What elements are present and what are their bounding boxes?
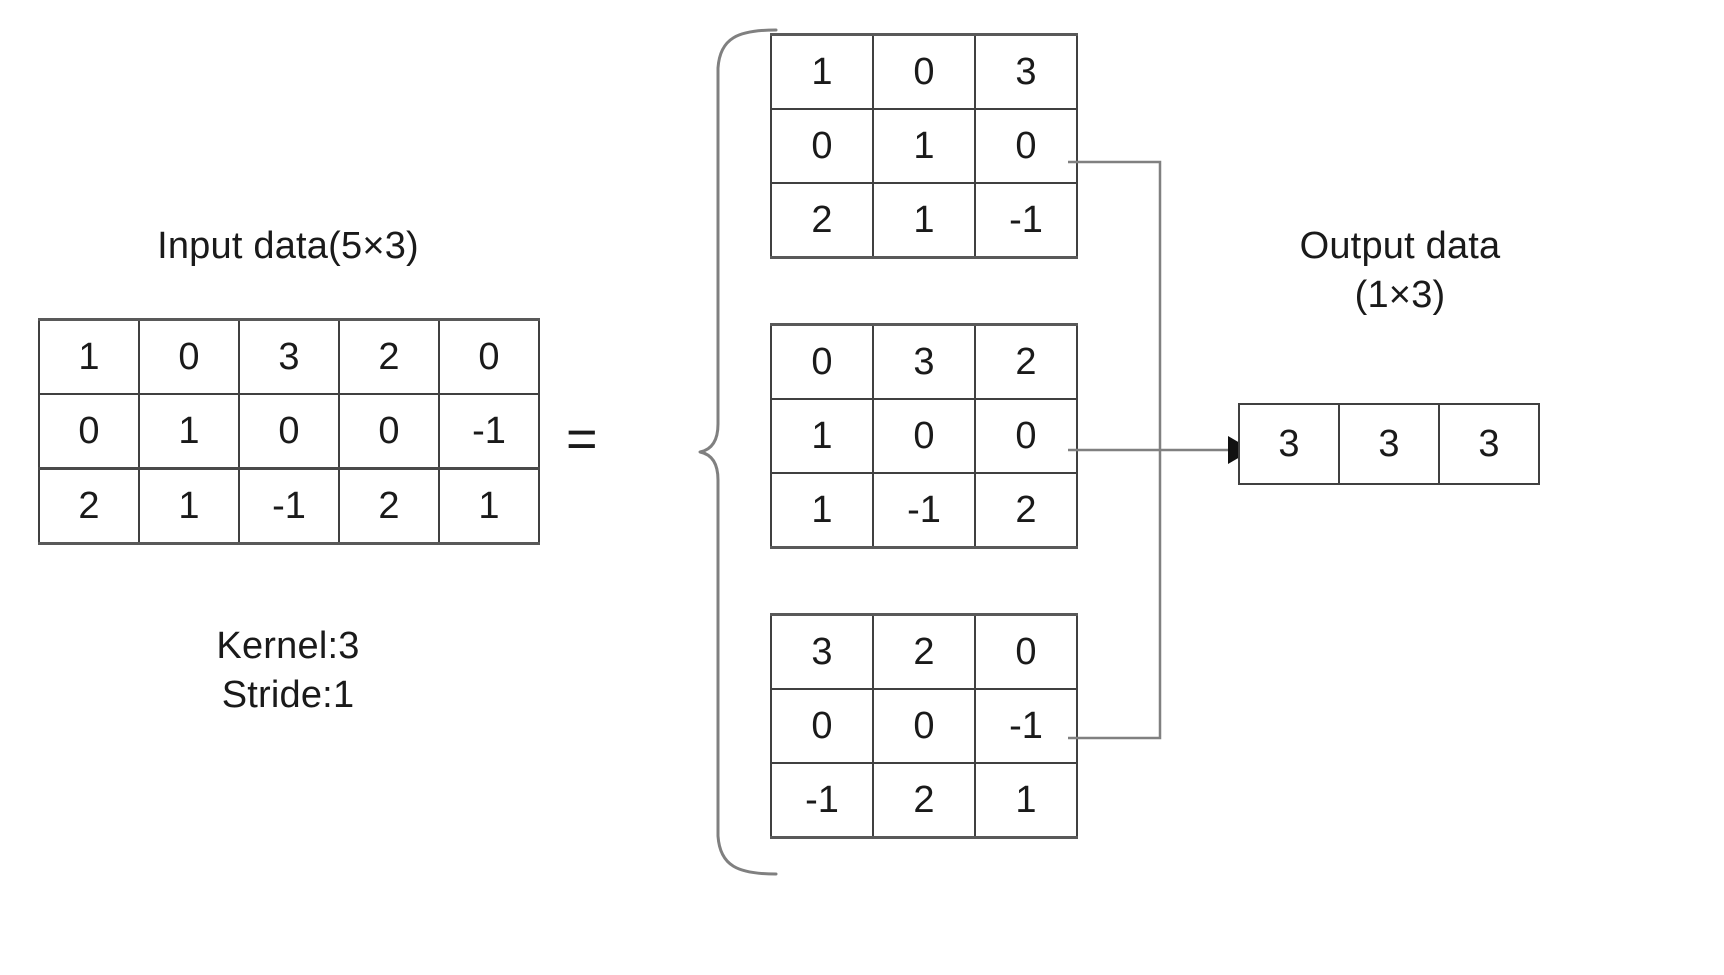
table-row: 0 1 0 [770,108,1078,184]
output-cell: 3 [1338,403,1440,485]
input-data-table: 1 0 3 2 0 0 1 0 0 -1 2 1 -1 2 1 [38,318,540,545]
input-data-title: Input data(5×3) [157,225,419,267]
patch-cell: 0 [974,108,1078,184]
table-row: 1 0 3 [770,33,1078,110]
patch-cell: 1 [872,108,976,184]
input-cell: 2 [338,467,440,545]
kernel-stride-caption: Kernel:3 Stride:1 [216,625,360,716]
table-row: 2 1 -1 2 1 [38,467,540,545]
patch-cell: -1 [770,762,874,839]
table-row: 0 0 -1 [770,688,1078,764]
patch-cell: 0 [872,398,976,474]
table-row: 2 1 -1 [770,182,1078,259]
patch-cell: 0 [770,108,874,184]
input-cell: 1 [438,467,540,545]
input-cell: 2 [338,318,440,395]
output-data-title: Output data (1×3) [1299,225,1501,316]
input-cell: 0 [138,318,240,395]
window-1-table: 1 0 3 0 1 0 2 1 -1 [770,33,1078,259]
patch-cell: -1 [974,688,1078,764]
input-cell: -1 [238,467,340,545]
input-cell: 3 [238,318,340,395]
patch-cell: 0 [974,613,1078,690]
table-row: 3 2 0 [770,613,1078,690]
left-curly-brace-icon [698,28,778,876]
input-cell: 1 [138,467,240,545]
patch-cell: 2 [974,323,1078,400]
patch-cell: 2 [872,613,976,690]
table-row: -1 2 1 [770,762,1078,839]
input-cell: 1 [38,318,140,395]
output-cell: 3 [1438,403,1540,485]
patch-cell: 1 [770,472,874,549]
table-row: 3 3 3 [1238,403,1540,485]
input-cell: 1 [138,393,240,470]
input-cell: 0 [38,393,140,470]
input-cell: 0 [438,318,540,395]
patch-cell: 0 [770,688,874,764]
patch-cell: 0 [770,323,874,400]
output-data-table: 3 3 3 [1238,403,1540,485]
patch-cell: -1 [872,472,976,549]
patch-cell: 2 [770,182,874,259]
table-row: 0 1 0 0 -1 [38,393,540,470]
patch-cell: 0 [872,33,976,110]
equals-sign: = [566,409,598,469]
table-row: 1 -1 2 [770,472,1078,549]
output-cell: 3 [1238,403,1340,485]
patch-cell: 2 [974,472,1078,549]
patch-cell: 0 [974,398,1078,474]
patch-cell: 3 [974,33,1078,110]
patch-cell: 1 [770,398,874,474]
input-cell: 0 [238,393,340,470]
patch-cell: 1 [872,182,976,259]
patch-cell: 1 [974,762,1078,839]
input-cell: -1 [438,393,540,470]
patch-cell: 2 [872,762,976,839]
patch-cell: 3 [872,323,976,400]
window-3-table: 3 2 0 0 0 -1 -1 2 1 [770,613,1078,839]
patch-cell: 1 [770,33,874,110]
input-cell: 2 [38,467,140,545]
patch-cell: 3 [770,613,874,690]
table-row: 0 3 2 [770,323,1078,400]
table-row: 1 0 3 2 0 [38,318,540,395]
table-row: 1 0 0 [770,398,1078,474]
patch-cell: -1 [974,182,1078,259]
patch-cell: 0 [872,688,976,764]
window-2-table: 0 3 2 1 0 0 1 -1 2 [770,323,1078,549]
input-cell: 0 [338,393,440,470]
